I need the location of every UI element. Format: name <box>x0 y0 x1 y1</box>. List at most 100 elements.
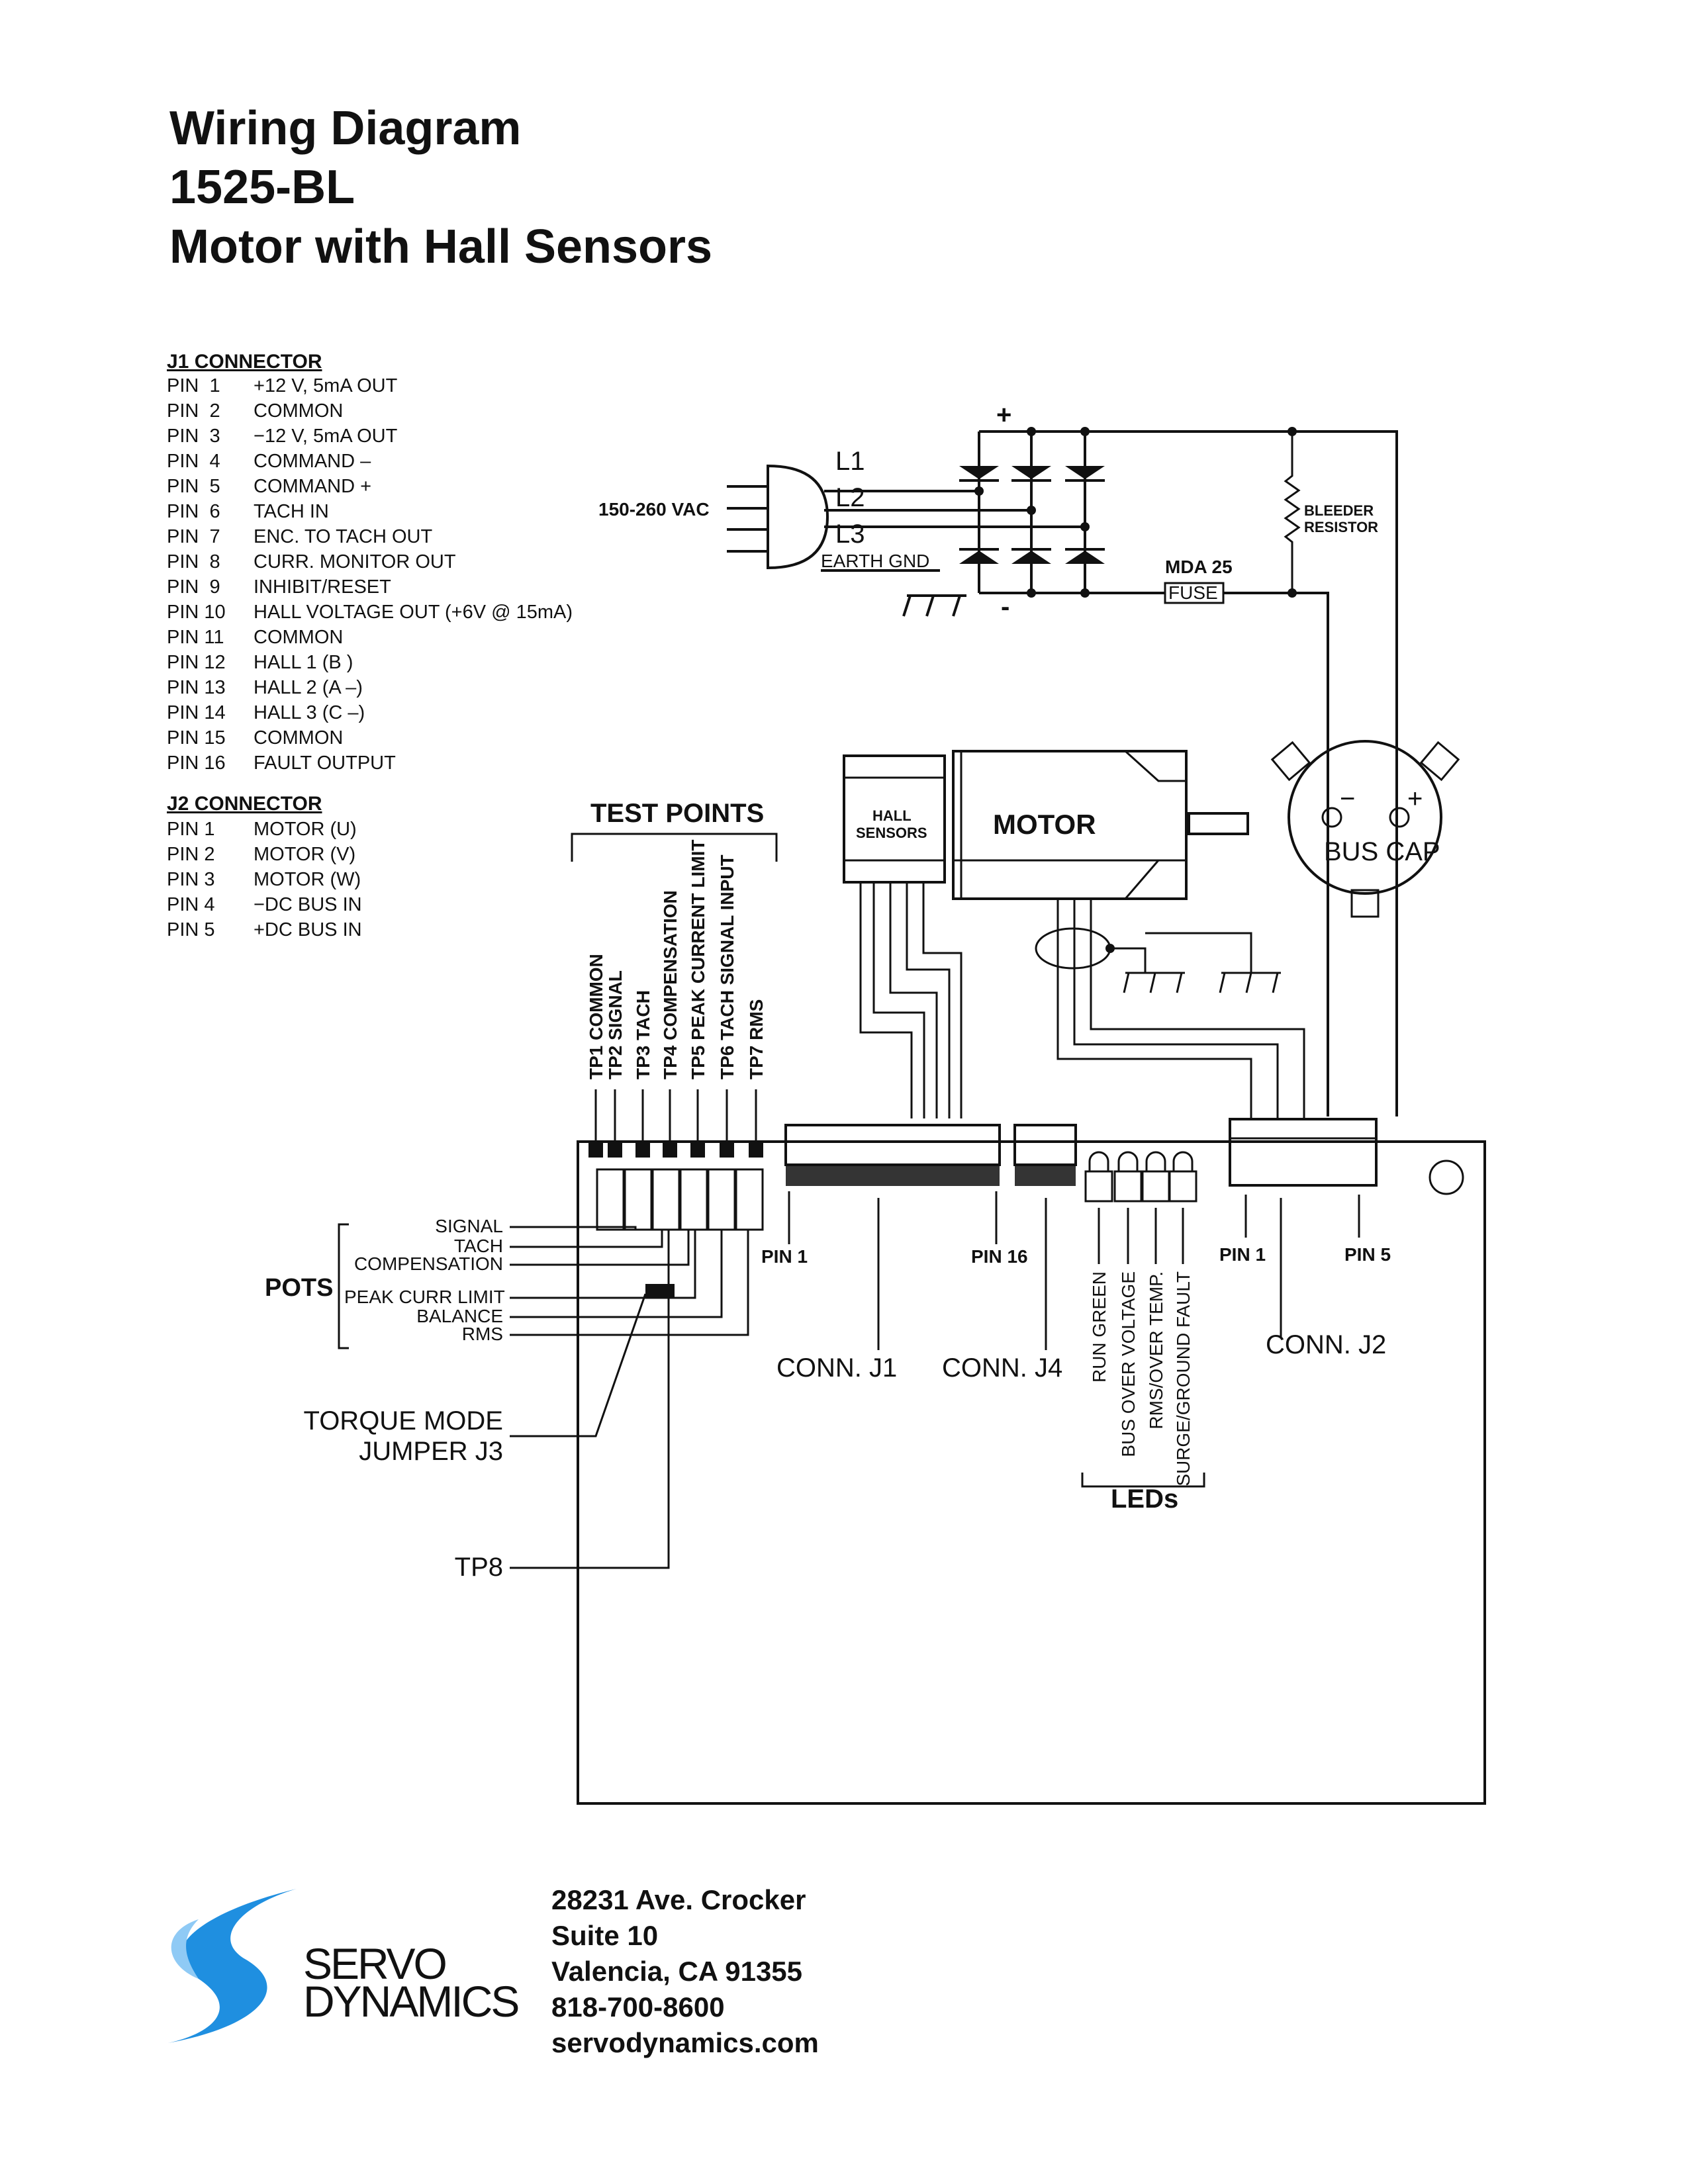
j1-pin-number: PIN 6 <box>167 501 220 522</box>
test-point-pad <box>588 1143 603 1158</box>
led <box>1084 1170 1113 1203</box>
pot-label: BALANCE <box>416 1306 503 1326</box>
pot <box>679 1168 708 1231</box>
dc-plus-label: + <box>996 400 1011 430</box>
j1-pin-number: PIN 11 <box>167 627 224 648</box>
pot <box>651 1168 680 1231</box>
j1-pin-description: HALL 3 (C –) <box>254 702 365 723</box>
j2-pin-description: MOTOR (W) <box>254 869 361 890</box>
hall-label-1: HALL <box>872 807 912 824</box>
pot-label: PEAK CURR LIMIT <box>344 1287 505 1307</box>
tp8-label: TP8 <box>455 1553 503 1582</box>
cap-plus: + <box>1407 784 1423 813</box>
test-point-pad <box>635 1143 650 1158</box>
l2-label: L2 <box>835 483 865 512</box>
title-line-1: Wiring Diagram <box>169 102 521 155</box>
j2-pin-number: PIN 5 <box>167 919 215 940</box>
test-point-pad <box>608 1143 622 1158</box>
pot-leader <box>510 1226 637 1230</box>
j1-pin-description: COMMON <box>254 727 343 749</box>
bus-cap-label: BUS CAP <box>1324 837 1440 866</box>
test-point-pad <box>749 1143 763 1158</box>
pot <box>707 1168 736 1231</box>
j1-pin-number: PIN 3 <box>167 426 220 447</box>
j1-pin-description: −12 V, 5mA OUT <box>254 426 398 447</box>
test-point-label: TP6 TACH SIGNAL INPUT <box>717 854 737 1079</box>
l1-label: L1 <box>835 447 865 476</box>
j2-pin-description: +DC BUS IN <box>254 919 362 940</box>
j1-pin-description: HALL 1 (B ) <box>254 652 353 673</box>
drive-board <box>577 1140 1486 1805</box>
jumper-label-2: JUMPER J3 <box>359 1437 503 1466</box>
j1-pin-number: PIN 8 <box>167 551 220 572</box>
led-dome <box>1117 1151 1139 1171</box>
pot-label: TACH <box>454 1236 503 1256</box>
pot-label: COMPENSATION <box>354 1253 503 1274</box>
led <box>1168 1170 1197 1203</box>
j1-pin-number: PIN 9 <box>167 576 220 598</box>
hall-label-2: SENSORS <box>856 825 927 841</box>
j2-pin-number: PIN 2 <box>167 844 215 865</box>
conn-j2-label: CONN. J2 <box>1266 1330 1386 1359</box>
test-point-label: TP1 COMMON <box>586 954 606 1079</box>
address-line: servodynamics.com <box>551 2027 819 2058</box>
j2-pin-number: PIN 4 <box>167 894 215 915</box>
fuse-label: FUSE <box>1168 582 1218 603</box>
j2-header: J2 CONNECTOR <box>167 793 322 815</box>
logo-text-2: DYNAMICS <box>303 1977 518 2026</box>
led-dome <box>1145 1151 1166 1171</box>
j1-pin-number: PIN 4 <box>167 451 220 472</box>
test-point-label: TP3 TACH <box>633 990 653 1079</box>
dc-minus-label: - <box>1001 592 1009 621</box>
led-dome <box>1172 1151 1194 1171</box>
connector-j1[interactable]: PIN 1 PIN 16 CONN. J1 <box>761 1124 1028 1383</box>
pot <box>624 1168 653 1231</box>
conn-j1-label: CONN. J1 <box>776 1353 897 1383</box>
connector-j2[interactable]: PIN 1 PIN 5 CONN. J2 <box>1219 1118 1391 1359</box>
led-label: SURGE/GROUND FAULT <box>1173 1271 1194 1486</box>
j1-pin-number: PIN 7 <box>167 526 220 547</box>
connector-j4[interactable]: CONN. J4 <box>942 1124 1077 1383</box>
j1-pin-number: PIN 5 <box>167 476 220 497</box>
j2-pin1-label: PIN 1 <box>1219 1244 1266 1265</box>
led-dome <box>1088 1151 1109 1171</box>
led <box>1113 1170 1143 1203</box>
pot-leader <box>510 1230 749 1336</box>
pot-label: RMS <box>462 1324 503 1344</box>
cap-minus: − <box>1340 784 1355 813</box>
address-line: Suite 10 <box>551 1920 658 1951</box>
fuse-rating: MDA 25 <box>1165 557 1233 577</box>
pot-leader <box>510 1230 663 1248</box>
bleeder-label-1: BLEEDER <box>1304 502 1374 519</box>
shield-ground <box>1035 927 1281 993</box>
j2-pin-description: MOTOR (V) <box>254 844 355 865</box>
test-point-label: TP4 COMPENSATION <box>660 890 680 1079</box>
j1-pin-description: HALL 2 (A –) <box>254 677 363 698</box>
j1-pin-description: ENC. TO TACH OUT <box>254 526 432 547</box>
j2-pin-number: PIN 3 <box>167 869 215 890</box>
motor-phase-wires <box>1056 899 1305 1119</box>
pot-leader <box>510 1230 723 1318</box>
j1-pin-description: TACH IN <box>254 501 329 522</box>
led-label: BUS OVER VOLTAGE <box>1118 1271 1139 1457</box>
bleeder-label-2: RESISTOR <box>1304 519 1378 535</box>
title-line-3: Motor with Hall Sensors <box>169 220 712 273</box>
test-point-label: TP7 RMS <box>746 999 767 1079</box>
bus-capacitor: − + BUS CAP <box>1270 740 1460 918</box>
logo-text-1: SERVO <box>303 1939 446 1988</box>
fuse: FUSE MDA 25 <box>1164 557 1233 604</box>
j1-pin-number: PIN 12 <box>167 652 226 673</box>
motor-label: MOTOR <box>993 809 1096 840</box>
j1-pin-description: COMMAND – <box>254 451 371 472</box>
jumper-j3: TORQUE MODE JUMPER J3 <box>303 1284 675 1466</box>
led-label: RMS/OVER TEMP. <box>1146 1271 1166 1430</box>
j2-pin-number: PIN 1 <box>167 819 215 840</box>
j1-pin-description: CURR. MONITOR OUT <box>254 551 456 572</box>
pot-leader <box>510 1230 696 1299</box>
pot <box>735 1168 764 1231</box>
